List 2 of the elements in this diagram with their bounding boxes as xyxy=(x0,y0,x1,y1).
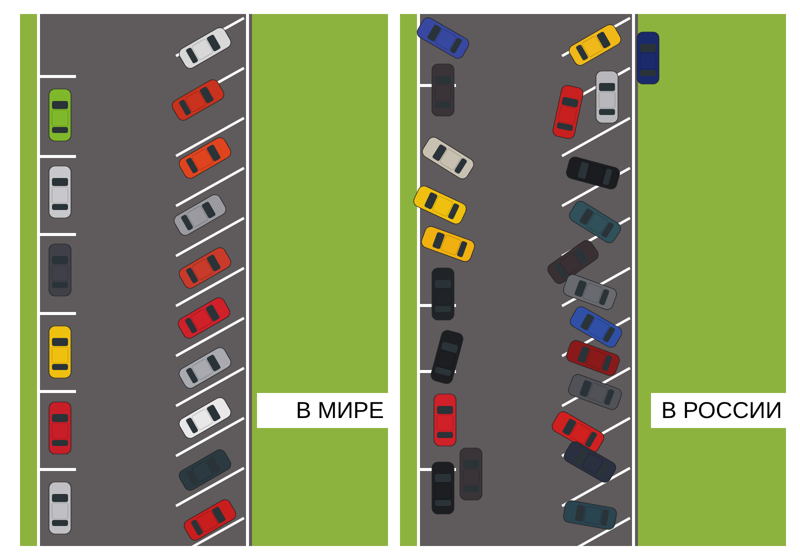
caption-text: В МИРЕ xyxy=(257,393,388,428)
caption-text: В РОССИИ xyxy=(651,393,786,428)
